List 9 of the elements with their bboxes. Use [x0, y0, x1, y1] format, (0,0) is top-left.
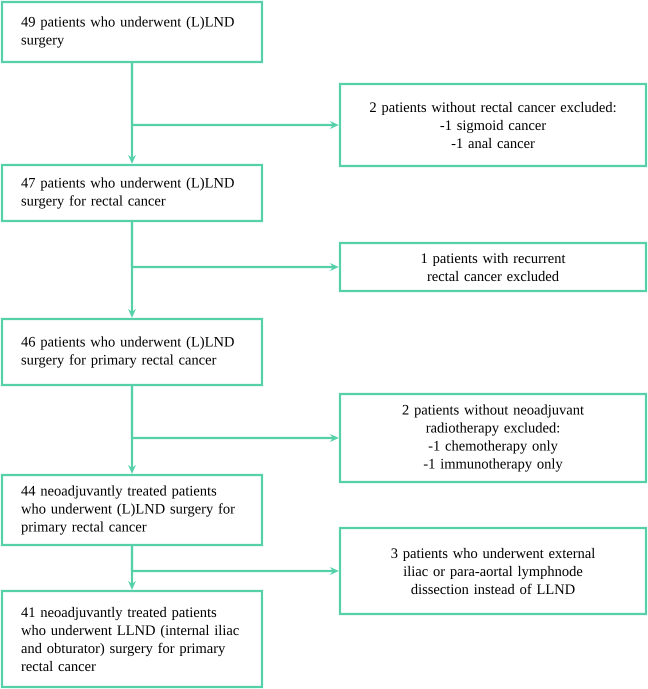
process-box: 3 patients who underwent external iliac or para-aortal lymphnode dissection instead of LLND — [338, 526, 648, 616]
process-box: 46 patients who underwent (L)LND surgery for primary rectal cancer — [0, 318, 264, 386]
process-box: 41 neoadjuvantly treated patients who underwent LLND (internal iliac and obturator) surgery for primary rectal cancer — [0, 590, 264, 688]
process-box: 1 patients with recurrent rectal cancer excluded — [338, 242, 648, 292]
process-box: 2 patients without neoadjuvant radiotherapy excluded: -1 chemotherapy only -1 immunotherapy only — [338, 392, 648, 484]
process-box: 2 patients without rectal cancer excluded: -1 sigmoid cancer -1 anal cancer — [338, 82, 648, 168]
process-box: 44 neoadjuvantly treated patients who underwent (L)LND surgery for primary rectal cancer — [0, 474, 264, 546]
process-box: 49 patients who underwent (L)LND surgery — [0, 0, 264, 64]
process-box: 47 patients who underwent (L)LND surgery for rectal cancer — [0, 164, 264, 222]
